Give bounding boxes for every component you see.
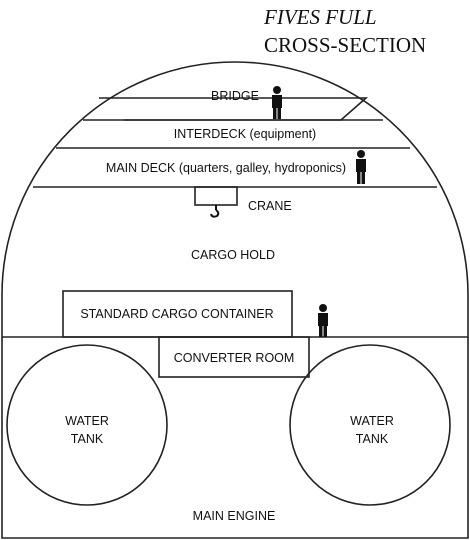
person-icon-cargo-hold — [318, 304, 328, 337]
bridge-label: BRIDGE — [211, 89, 259, 103]
cargo-hold-label: CARGO HOLD — [191, 248, 275, 262]
crane-housing — [194, 186, 238, 206]
interdeck-label: INTERDECK (equipment) — [174, 127, 316, 141]
converter-room — [158, 336, 310, 378]
person-icon-main-deck — [356, 150, 366, 184]
water-tank-right-label-1: WATER — [350, 414, 394, 428]
main-deck-label: MAIN DECK (quarters, galley, hydroponics… — [106, 161, 346, 175]
cargo-container-label: STANDARD CARGO CONTAINER — [80, 307, 273, 321]
person-icon-bridge — [272, 86, 282, 119]
title-line-2: CROSS-SECTION — [264, 33, 426, 57]
converter-room-label: CONVERTER ROOM — [174, 351, 295, 365]
water-tank-right — [289, 344, 451, 506]
water-tank-left-label-2: TANK — [71, 432, 104, 446]
water-tank-left — [6, 344, 168, 506]
water-tank-left-label-1: WATER — [65, 414, 109, 428]
crane-hook-icon — [210, 205, 220, 218]
water-tank-right-label-2: TANK — [356, 432, 389, 446]
hull-outline — [1, 61, 469, 539]
main-engine-label: MAIN ENGINE — [193, 509, 276, 523]
crane-label: CRANE — [248, 199, 292, 213]
title-line-1: FIVES FULL — [263, 5, 377, 29]
